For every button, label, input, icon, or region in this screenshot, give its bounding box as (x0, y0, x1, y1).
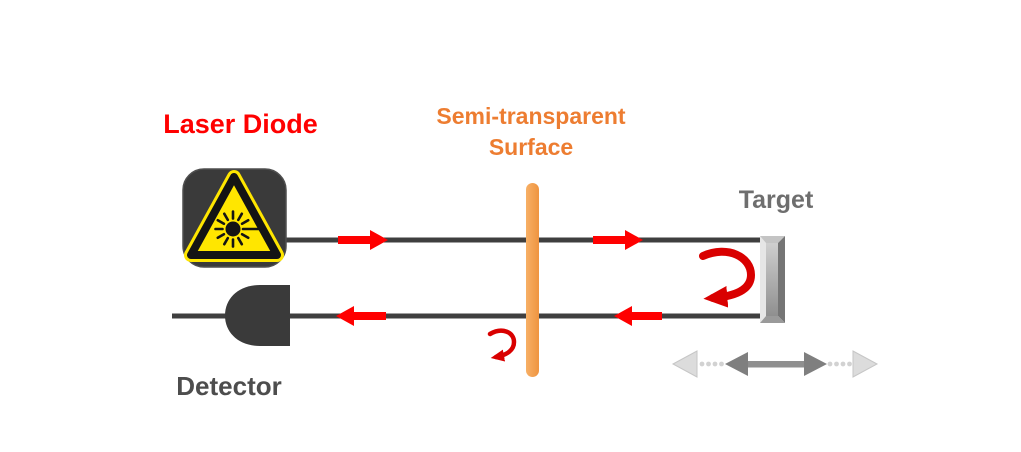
mirror-target-icon (760, 236, 785, 323)
laser-starburst-icon (214, 210, 263, 248)
surface-label-line2: Surface (488, 134, 574, 160)
surface-label-line1: Semi-transparent (436, 103, 626, 129)
semi-transparent-surface-label: Semi-transparent Surface (415, 101, 647, 163)
detector-label: Detector (176, 371, 282, 401)
photodiode-detector-icon (225, 285, 290, 346)
laser-diode-icon (182, 168, 287, 268)
semi-transparent-surface-bar (526, 183, 539, 377)
target-reflection-arrow-icon (699, 247, 756, 308)
beam-arrow-left-2-icon (614, 306, 662, 326)
beam-arrow-right-1-icon (338, 230, 388, 250)
surface-reflection-arrow-icon (487, 328, 517, 362)
beam-arrow-left-1-icon (336, 306, 386, 326)
beam-arrow-right-2-icon (593, 230, 643, 250)
bidirectional-motion-arrow-icon (671, 350, 879, 378)
laser-diode-label: Laser Diode (163, 109, 318, 139)
laser-warning-triangle-icon (184, 170, 284, 262)
target-label: Target (738, 186, 814, 214)
